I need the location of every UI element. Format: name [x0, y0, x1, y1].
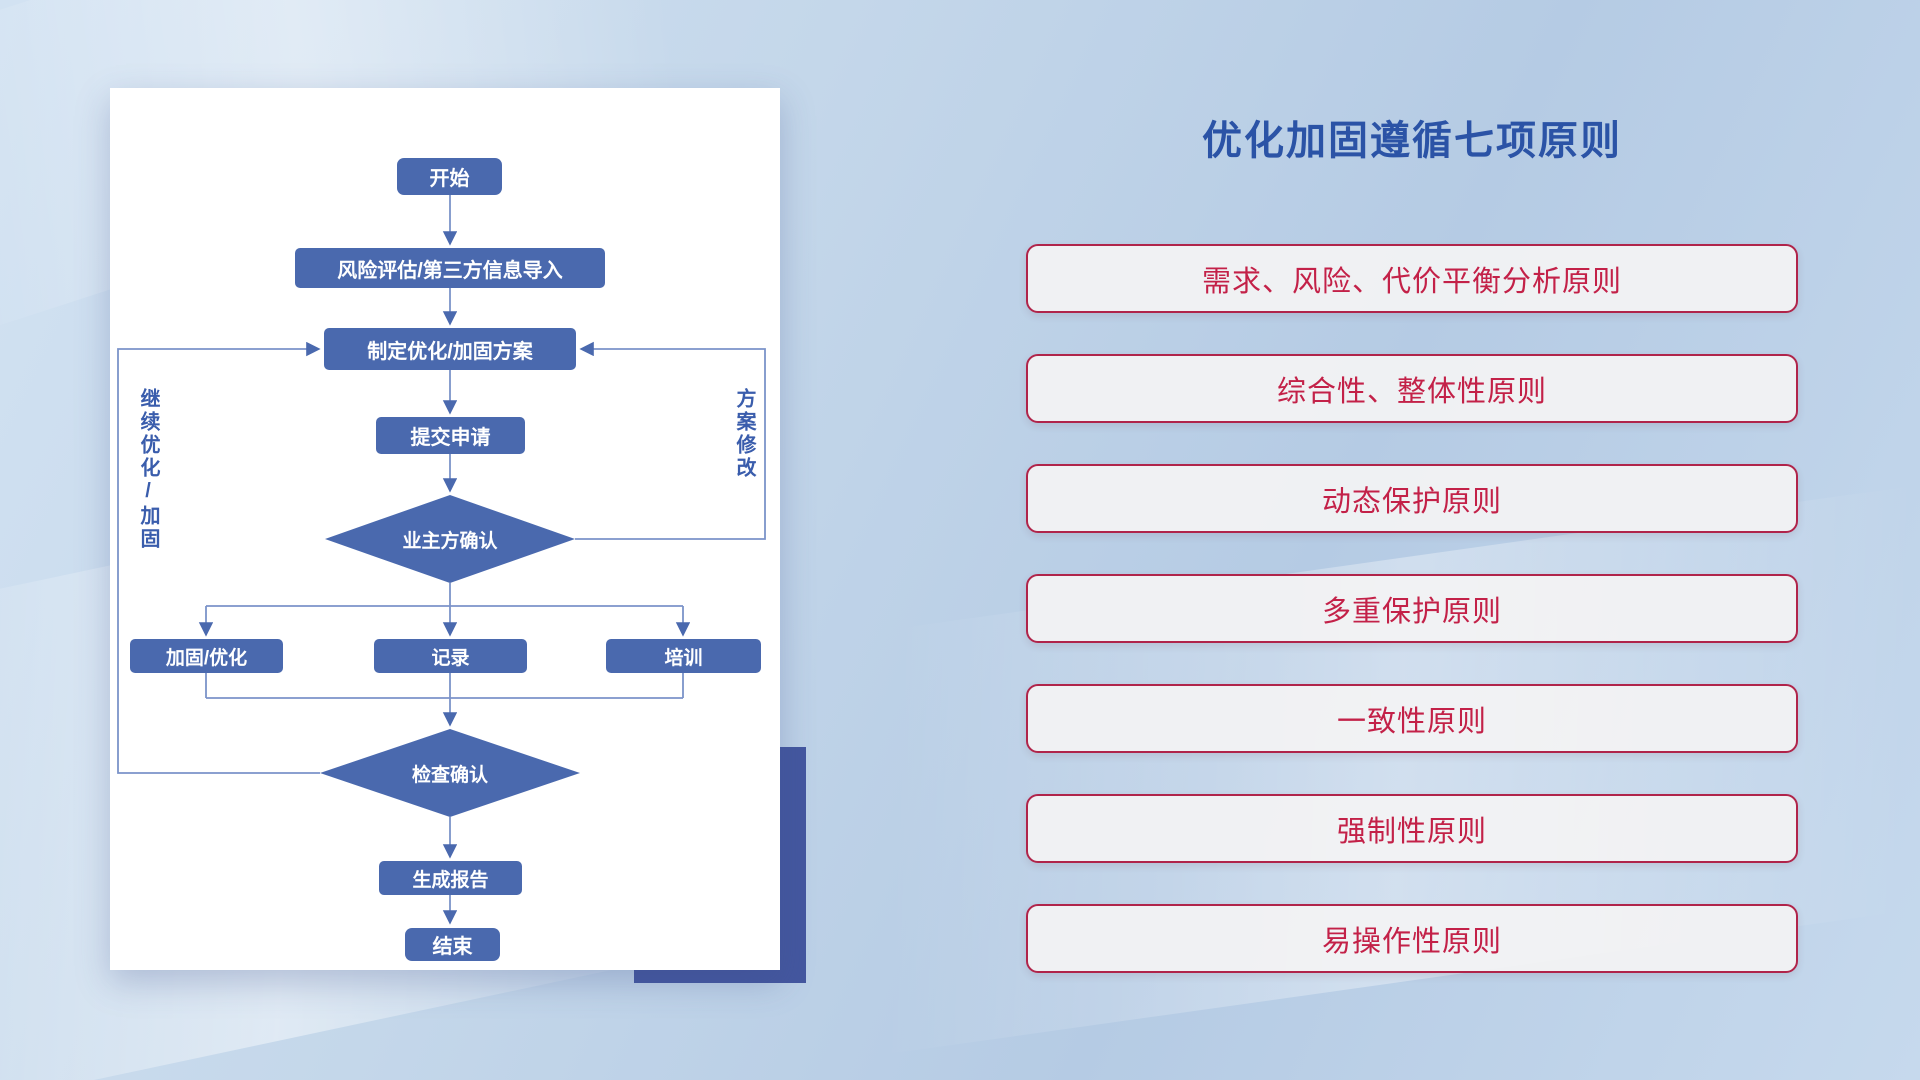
flow-node-generate-report: 生成报告 — [379, 861, 522, 895]
flow-decision-owner-confirm-label: 业主方确认 — [402, 530, 498, 552]
principle-item-4-label: 多重保护原则 — [1321, 595, 1502, 628]
principle-item-4: 多重保护原则 — [1026, 574, 1798, 643]
principles-title: 优化加固遵循七项原则 — [1202, 119, 1622, 163]
principle-item-2: 综合性、整体性原则 — [1026, 354, 1798, 423]
flowchart-card: 开始 风险评估/第三方信息导入 制定优化/加固方案 提交申请 业主方确认 加固/… — [110, 88, 780, 970]
flow-node-risk-assessment: 风险评估/第三方信息导入 — [295, 248, 605, 288]
flow-decision-check-confirm-label: 检查确认 — [411, 764, 488, 786]
principle-item-3-label: 动态保护原则 — [1321, 485, 1502, 518]
principle-item-7: 易操作性原则 — [1026, 904, 1798, 973]
principles-list: 需求、风险、代价平衡分析原则 综合性、整体性原则 动态保护原则 多重保护原则 一… — [1026, 244, 1798, 1014]
principle-item-7-label: 易操作性原则 — [1321, 925, 1502, 958]
principle-item-3: 动态保护原则 — [1026, 464, 1798, 533]
flow-node-end: 结束 — [405, 928, 500, 961]
principle-item-6-label: 强制性原则 — [1336, 815, 1487, 848]
principle-item-2-label: 综合性、整体性原则 — [1276, 375, 1547, 408]
flow-node-make-plan: 制定优化/加固方案 — [324, 328, 576, 370]
flowchart-connectors — [117, 195, 766, 925]
principle-item-6: 强制性原则 — [1026, 794, 1798, 863]
flow-node-reinforce-optimize: 加固/优化 — [130, 639, 283, 673]
principle-item-5: 一致性原则 — [1026, 684, 1798, 753]
flow-loop-label-continue-optimize: 继续优化/加固 — [137, 388, 159, 551]
principle-item-1: 需求、风险、代价平衡分析原则 — [1026, 244, 1798, 313]
flow-node-start: 开始 — [397, 158, 502, 195]
flow-loop-label-plan-revision: 方案修改 — [733, 388, 755, 480]
flow-node-submit-application: 提交申请 — [376, 417, 525, 454]
flow-node-record: 记录 — [374, 639, 527, 673]
flow-node-training: 培训 — [606, 639, 761, 673]
principle-item-5-label: 一致性原则 — [1336, 705, 1487, 738]
principle-item-1-label: 需求、风险、代价平衡分析原则 — [1201, 265, 1622, 298]
